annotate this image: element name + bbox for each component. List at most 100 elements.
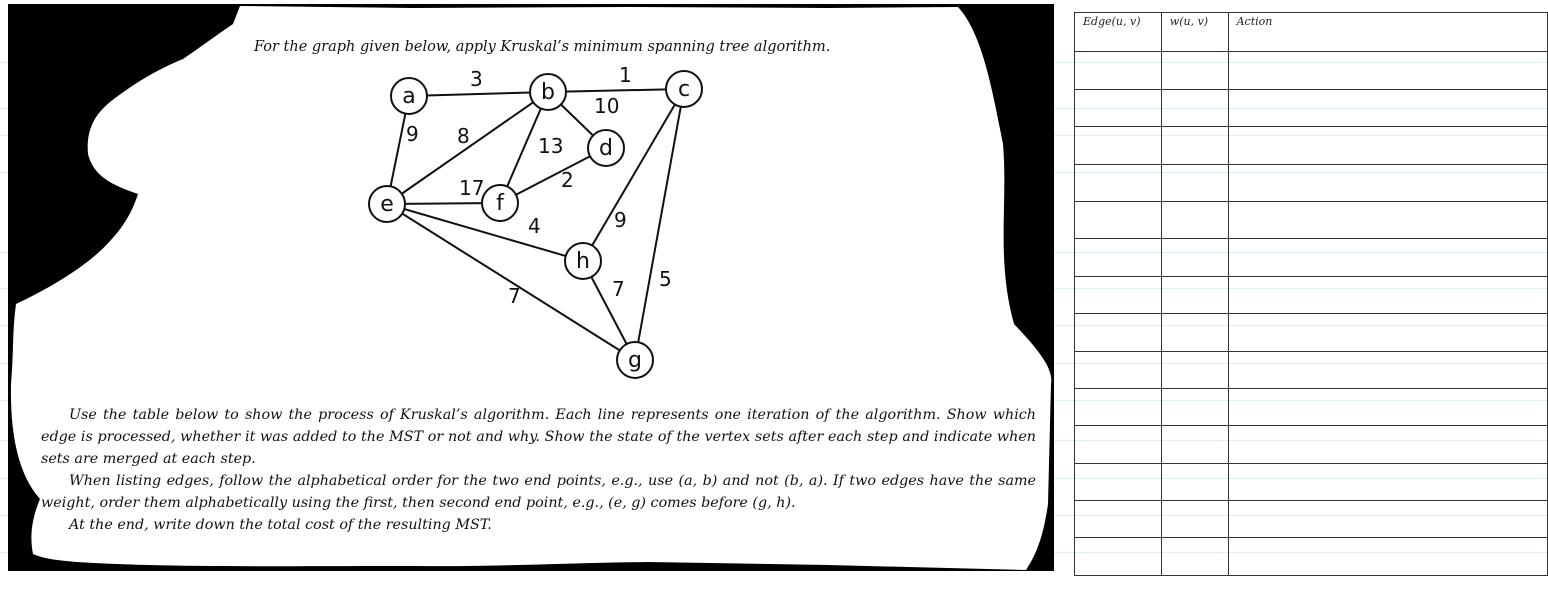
node-label-g: g	[628, 348, 642, 373]
weight-cell[interactable]	[1160, 88, 1229, 128]
edge-cell[interactable]	[1074, 126, 1162, 165]
instruction-paragraph-3: At the end, write down the total cost of…	[69, 517, 492, 533]
header-edge: Edge(u, v)	[1074, 11, 1162, 53]
action-cell[interactable]	[1227, 126, 1548, 165]
table-row	[1074, 88, 1548, 128]
weight-cell[interactable]	[1160, 163, 1229, 202]
table-row	[1074, 51, 1548, 90]
node-label-e: e	[380, 192, 394, 217]
edge-weight-c-h: 9	[614, 208, 627, 232]
weight-cell[interactable]	[1160, 275, 1229, 315]
edge-cell[interactable]	[1074, 425, 1162, 464]
node-h: h	[564, 242, 602, 280]
action-cell[interactable]	[1227, 313, 1548, 352]
action-cell[interactable]	[1227, 425, 1548, 464]
node-circle-e	[368, 185, 406, 223]
edge-weight-a-b: 3	[470, 67, 483, 91]
table-header-row: Edge(u, v) w(u, v) Action	[1074, 11, 1548, 53]
action-cell[interactable]	[1227, 350, 1548, 389]
table-row	[1074, 350, 1548, 389]
scanned-problem-panel: For the graph given below, apply Kruskal…	[8, 4, 1054, 571]
header-weight: w(u, v)	[1160, 11, 1229, 53]
node-circle-b	[529, 73, 567, 111]
weight-cell[interactable]	[1160, 425, 1229, 464]
edge-weight-b-f: 13	[538, 134, 563, 158]
edge-cell[interactable]	[1074, 313, 1162, 352]
node-circle-a	[390, 77, 428, 115]
action-cell[interactable]	[1227, 200, 1548, 240]
table-row	[1074, 313, 1548, 352]
edge-b-f	[499, 91, 549, 204]
weight-cell[interactable]	[1160, 238, 1229, 277]
edge-b-e	[386, 91, 549, 205]
action-cell[interactable]	[1227, 51, 1548, 90]
header-action: Action	[1227, 11, 1548, 53]
edge-weight-b-e: 8	[457, 124, 470, 148]
table-row	[1074, 275, 1548, 315]
action-cell[interactable]	[1227, 537, 1548, 576]
edge-cell[interactable]	[1074, 387, 1162, 427]
edge-cell[interactable]	[1074, 163, 1162, 202]
node-label-b: b	[541, 80, 555, 105]
node-label-h: h	[576, 249, 590, 274]
weight-cell[interactable]	[1160, 313, 1229, 352]
edge-weight-e-f: 17	[459, 176, 484, 200]
node-circle-c	[665, 70, 703, 108]
table-row	[1074, 462, 1548, 502]
node-circle-h	[564, 242, 602, 280]
edge-cell[interactable]	[1074, 200, 1162, 240]
edge-weight-g-h: 7	[612, 277, 625, 301]
edge-cell[interactable]	[1074, 537, 1162, 576]
table-row	[1074, 425, 1548, 464]
weight-cell[interactable]	[1160, 200, 1229, 240]
weight-cell[interactable]	[1160, 387, 1229, 427]
edge-a-b	[408, 91, 549, 97]
table-row	[1074, 200, 1548, 240]
edge-weight-d-f: 2	[561, 168, 574, 192]
node-c: c	[665, 70, 703, 108]
weight-cell[interactable]	[1160, 126, 1229, 165]
node-d: d	[587, 129, 625, 167]
node-label-c: c	[678, 77, 690, 102]
edge-weight-e-h: 4	[528, 214, 541, 238]
action-cell[interactable]	[1227, 275, 1548, 315]
edge-e-g	[386, 203, 636, 361]
edge-cell[interactable]	[1074, 238, 1162, 277]
action-cell[interactable]	[1227, 387, 1548, 427]
node-e: e	[368, 185, 406, 223]
node-label-f: f	[496, 191, 505, 216]
edge-weight-e-g: 7	[508, 284, 521, 308]
weight-cell[interactable]	[1160, 537, 1229, 576]
action-cell[interactable]	[1227, 462, 1548, 502]
edge-weight-c-g: 5	[659, 267, 672, 291]
node-b: b	[529, 73, 567, 111]
edge-c-h	[582, 88, 685, 262]
instructions-block: Use the table below to show the process …	[41, 404, 1036, 536]
table-row	[1074, 238, 1548, 277]
edge-cell[interactable]	[1074, 500, 1162, 539]
weight-cell[interactable]	[1160, 51, 1229, 90]
node-circle-g	[616, 341, 654, 379]
edge-c-g	[634, 88, 685, 361]
edge-cell[interactable]	[1074, 350, 1162, 389]
weight-cell[interactable]	[1160, 462, 1229, 502]
edge-cell[interactable]	[1074, 88, 1162, 128]
weight-cell[interactable]	[1160, 350, 1229, 389]
kruskal-answer-table: Edge(u, v) w(u, v) Action	[1074, 11, 1548, 576]
edge-cell[interactable]	[1074, 51, 1162, 90]
action-cell[interactable]	[1227, 500, 1548, 539]
node-circle-f	[481, 184, 519, 222]
action-cell[interactable]	[1227, 163, 1548, 202]
edge-cell[interactable]	[1074, 462, 1162, 502]
table-row	[1074, 126, 1548, 165]
edge-cell[interactable]	[1074, 275, 1162, 315]
table-body	[1074, 51, 1548, 576]
edge-e-h	[386, 203, 584, 262]
action-cell[interactable]	[1227, 88, 1548, 128]
action-cell[interactable]	[1227, 238, 1548, 277]
problem-intro: For the graph given below, apply Kruskal…	[254, 39, 831, 55]
weight-cell[interactable]	[1160, 500, 1229, 539]
table-row	[1074, 163, 1548, 202]
